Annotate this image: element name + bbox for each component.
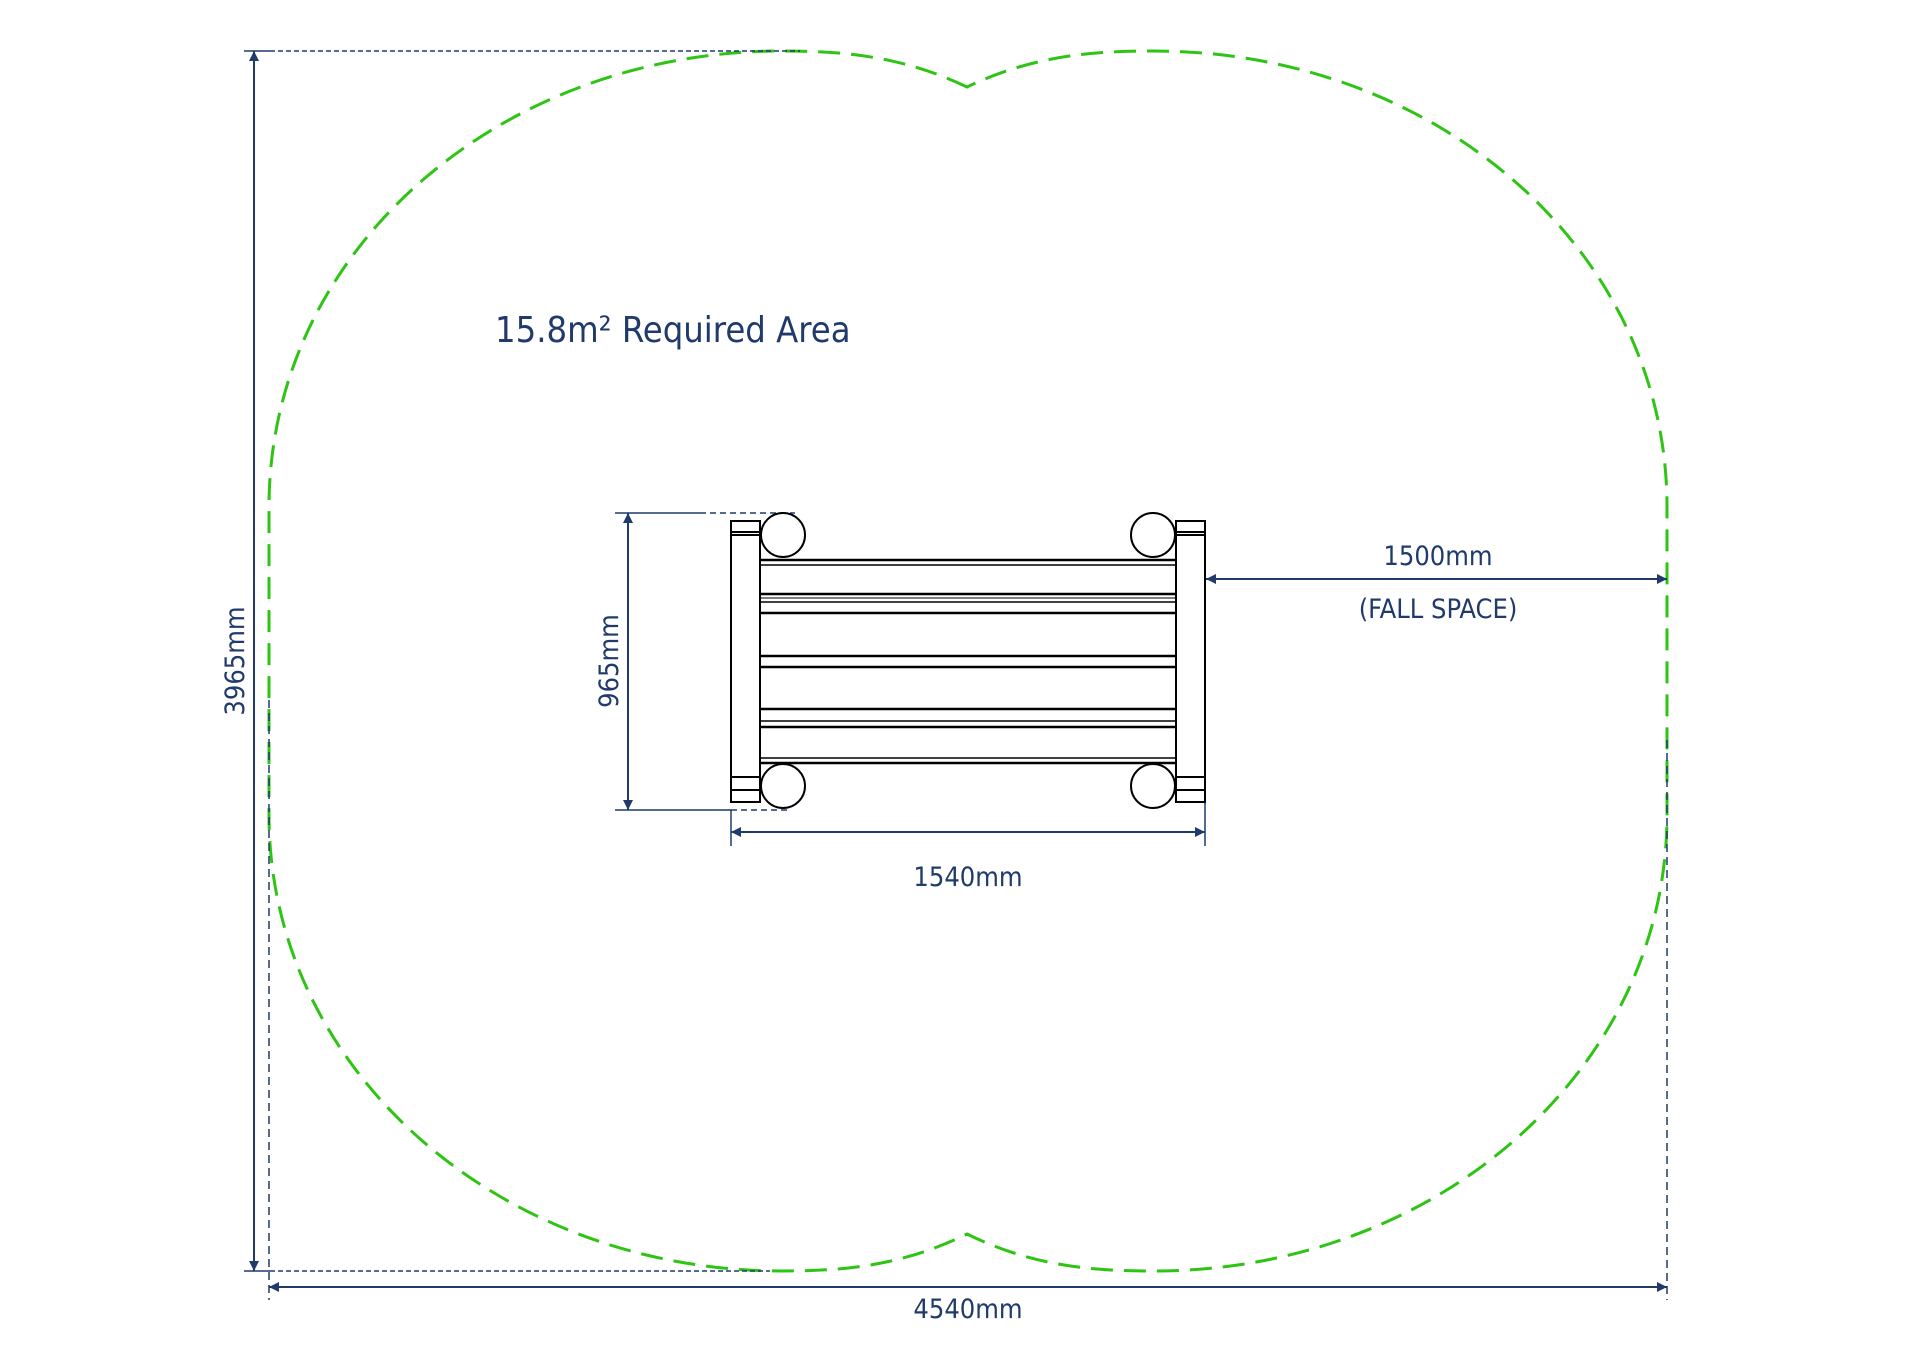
- bench-length-label: 1540mm: [913, 862, 1022, 893]
- overall-height-label: 3965mm: [220, 606, 251, 715]
- extension-lines: [244, 50, 1668, 1300]
- bench-post-cap: [1130, 512, 1176, 558]
- bench-depth-label: 965mm: [594, 614, 625, 708]
- bench-left-leg: [730, 520, 761, 803]
- required-area-label: 15.8m² Required Area: [495, 310, 851, 351]
- bench-post-cap: [1130, 763, 1176, 809]
- fall-space-distance-label: 1500mm: [1383, 541, 1492, 572]
- fall-space-label: (FALL SPACE): [1359, 594, 1518, 625]
- overall-width-label: 4540mm: [913, 1294, 1022, 1325]
- bench: [730, 512, 1206, 809]
- bench-slats: [760, 558, 1176, 765]
- bench-post-cap: [760, 512, 806, 558]
- bench-right-leg: [1175, 520, 1206, 803]
- bench-post-cap: [760, 763, 806, 809]
- fall-zone-outline: [267, 49, 1669, 1273]
